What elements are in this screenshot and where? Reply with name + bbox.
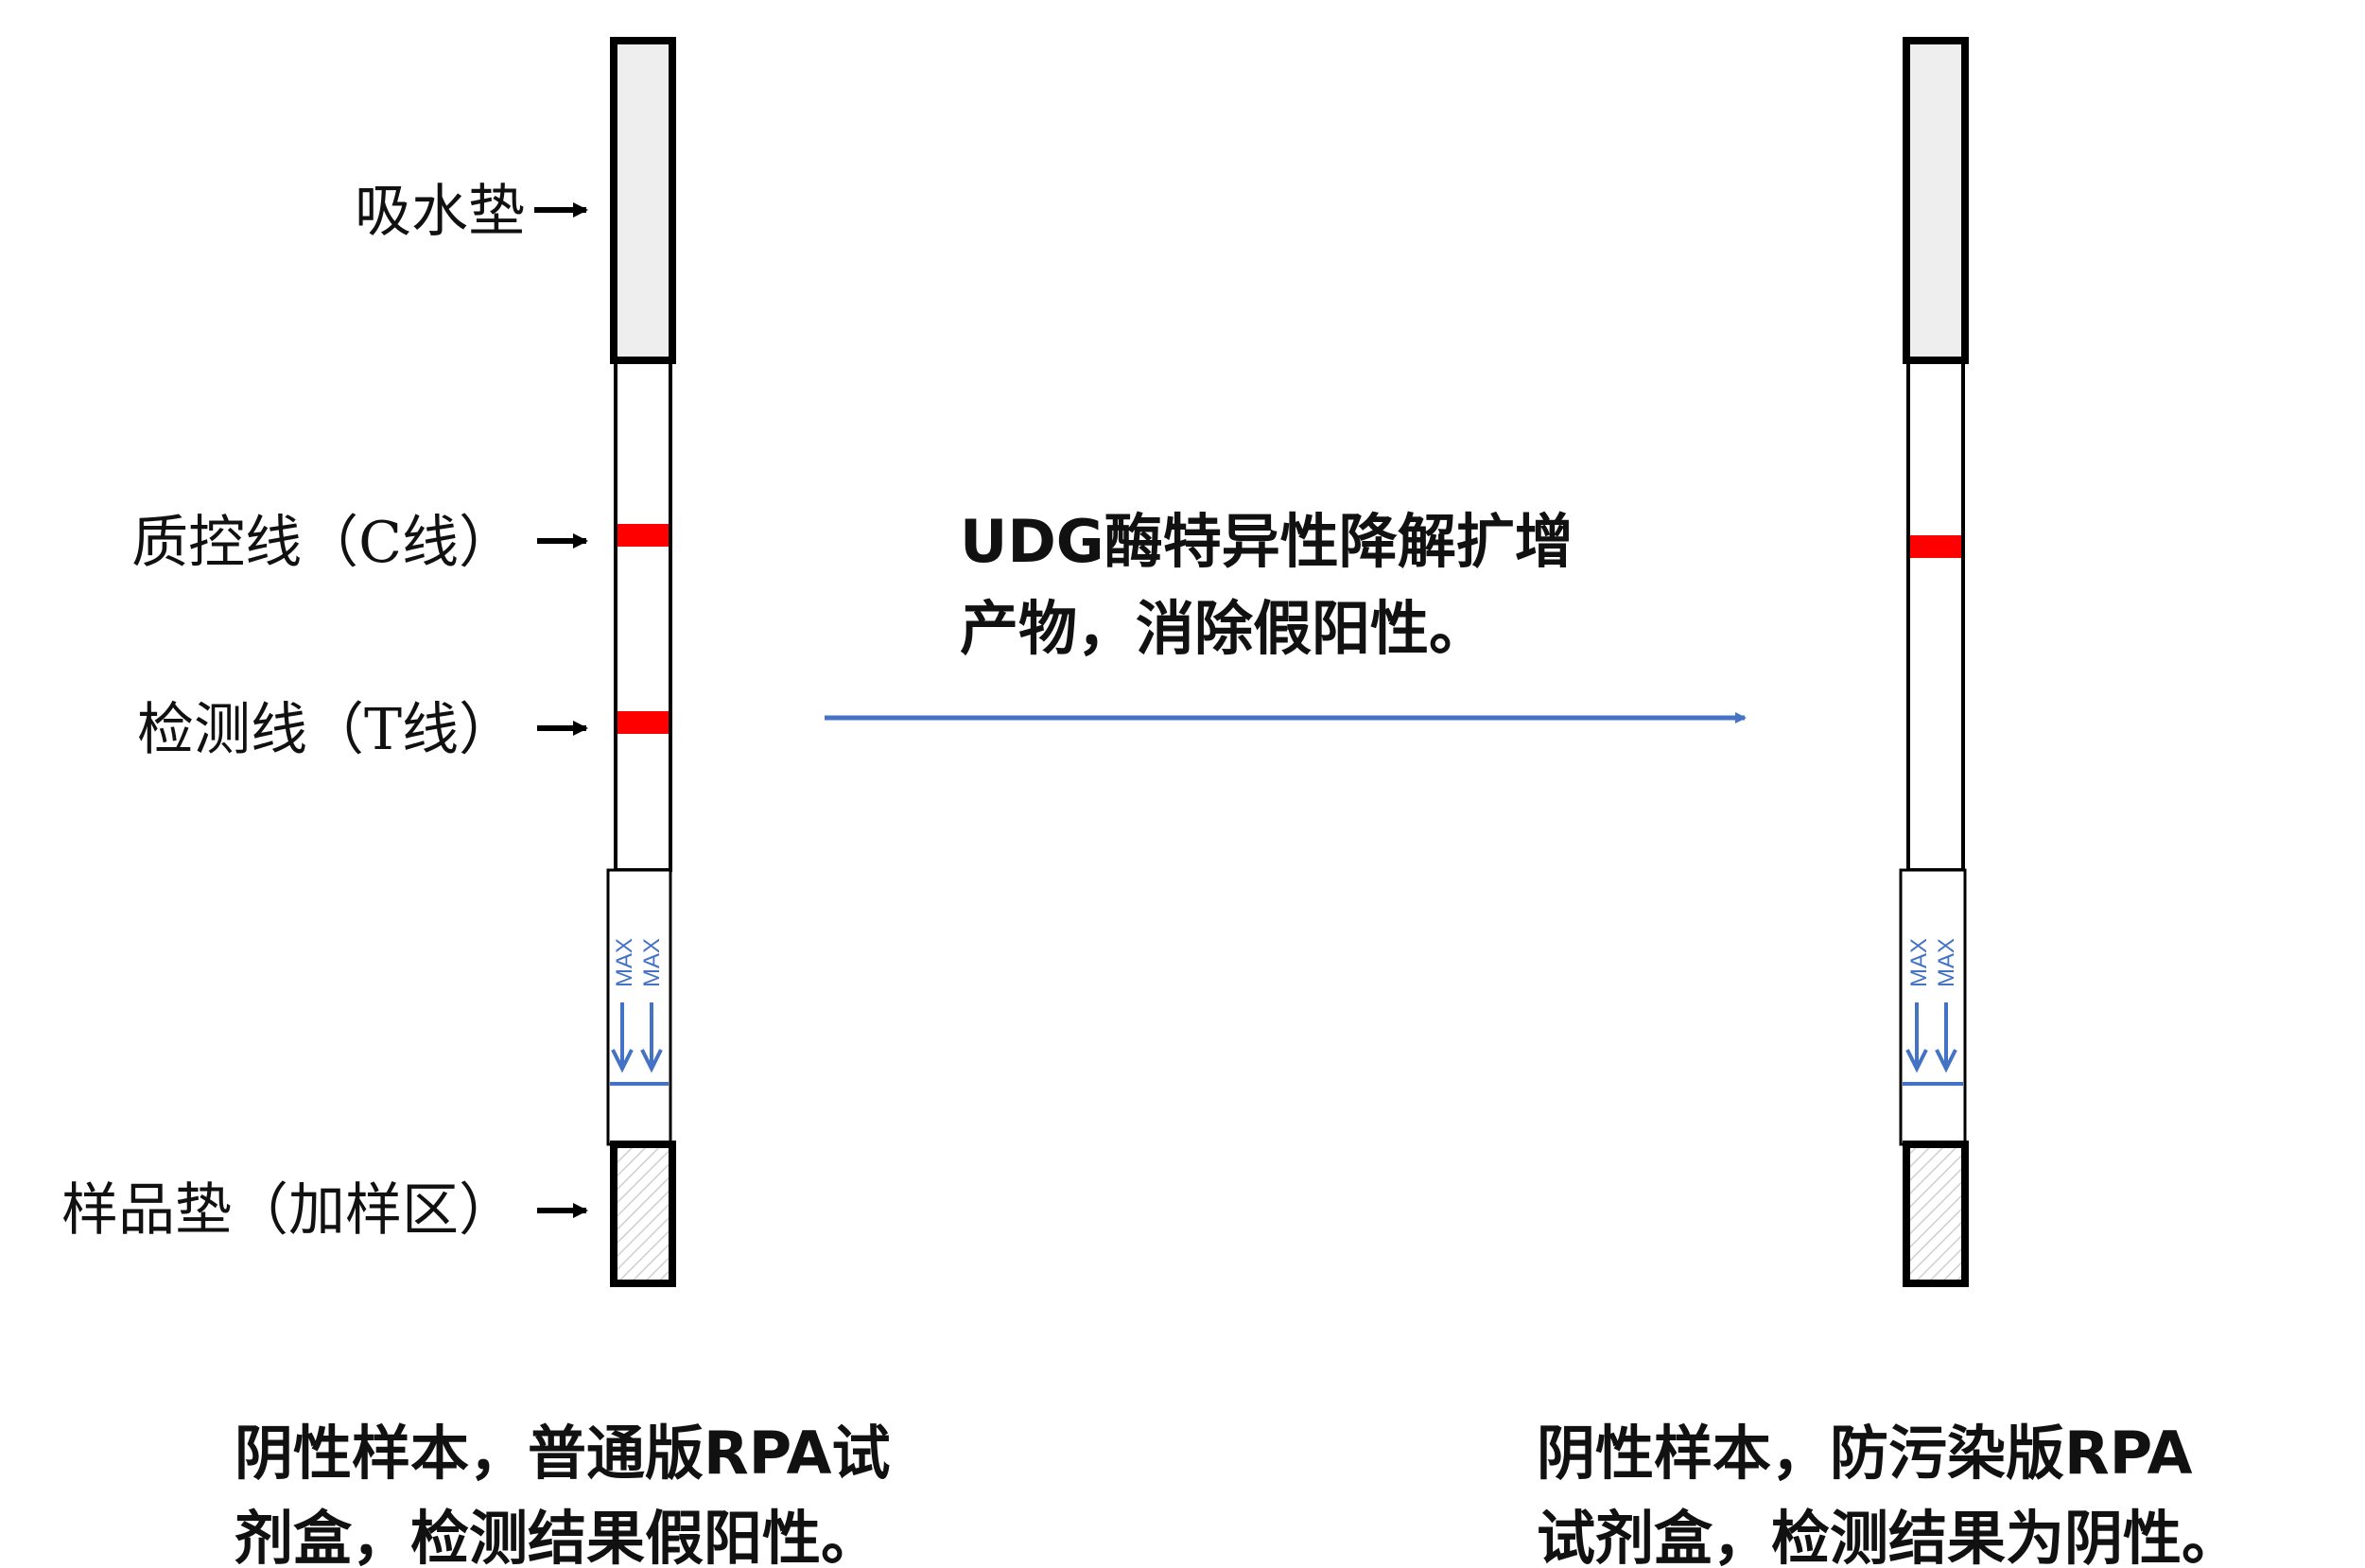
left-caption-line2: 剂盒，检测结果假阳性。 bbox=[235, 1504, 879, 1568]
right-caption-line2: 试剂盒，检测结果为阴性。 bbox=[1537, 1504, 2240, 1568]
left-absorbent-pad bbox=[610, 37, 676, 364]
left-max-label-1: MAX bbox=[612, 938, 637, 987]
right-sample-window bbox=[1899, 868, 1967, 1146]
left-max-marking: MAX MAX bbox=[612, 938, 665, 987]
label-control-line: 质控线（C线） bbox=[131, 510, 515, 576]
middle-text-line1: UDG酶特异性降解扩增 bbox=[960, 507, 1574, 576]
left-control-line bbox=[617, 524, 669, 547]
right-strip-membrane bbox=[1906, 357, 1965, 872]
right-control-line bbox=[1910, 535, 1961, 558]
right-absorbent-pad bbox=[1903, 37, 1969, 364]
left-test-strip: MAX MAX bbox=[606, 37, 676, 1287]
left-sample-pad bbox=[610, 1141, 676, 1287]
middle-text-line2: 产物，消除假阳性。 bbox=[960, 594, 1487, 663]
label-absorbent-pad: 吸水垫 bbox=[355, 179, 525, 245]
left-max-label-2: MAX bbox=[639, 938, 665, 987]
left-sample-window bbox=[606, 868, 672, 1146]
right-max-marking: MAX MAX bbox=[1906, 938, 1959, 987]
label-sample-pad: 样品垫（加样区） bbox=[61, 1177, 515, 1244]
label-test-line: 检测线（T线） bbox=[137, 697, 515, 763]
right-max-label-2: MAX bbox=[1934, 938, 1959, 987]
left-down-arrows-icon bbox=[611, 1002, 663, 1073]
right-max-label-1: MAX bbox=[1906, 938, 1932, 987]
right-caption-line1: 阴性样本，防污染版RPA bbox=[1537, 1419, 2192, 1488]
left-caption-line1: 阴性样本，普通版RPA试 bbox=[235, 1419, 890, 1488]
left-test-line bbox=[617, 711, 669, 734]
left-strip-membrane bbox=[614, 357, 672, 872]
right-sample-pad bbox=[1903, 1141, 1969, 1287]
right-test-strip: MAX MAX bbox=[1899, 37, 1969, 1287]
right-down-arrows-icon bbox=[1905, 1002, 1957, 1073]
